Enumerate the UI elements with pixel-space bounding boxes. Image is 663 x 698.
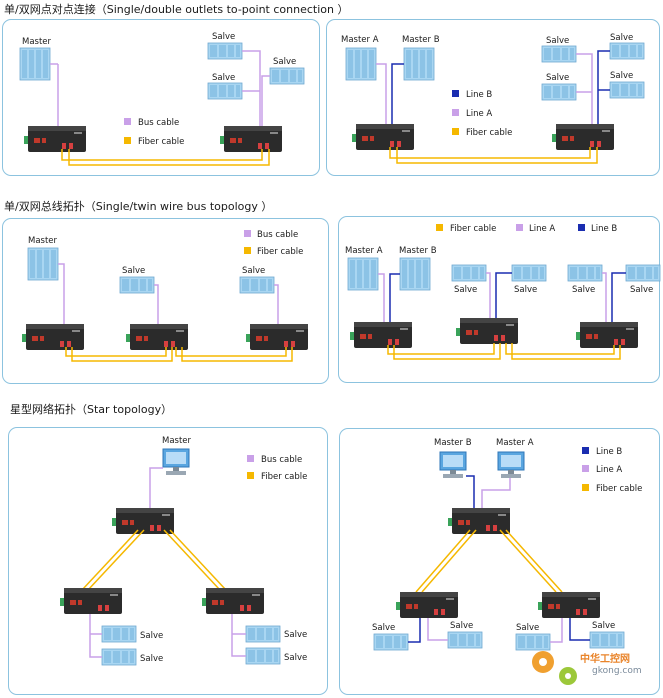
salve-plc: [269, 67, 305, 85]
salve-plc: [541, 45, 577, 63]
label-master-b: Master B: [402, 35, 440, 45]
salve-plc: [515, 633, 551, 651]
label-master-a: Master A: [341, 35, 379, 45]
legend-bus-cable: Bus cable: [261, 455, 302, 465]
master-b-pc-icon: [439, 451, 467, 479]
master-plc: [27, 247, 59, 281]
label-salve: Salve: [572, 285, 595, 295]
converter-device: [396, 592, 458, 618]
label-salve: Salve: [212, 73, 235, 83]
section-title-bus-topology: 单/双网总线拓扑（Single/twin wire bus topology ）: [4, 200, 273, 213]
legend-line-a: Line A: [529, 224, 555, 234]
salve-plc: [245, 625, 281, 643]
legend-fiber-cable: Fiber cable: [261, 472, 307, 482]
label-salve: Salve: [122, 266, 145, 276]
label-master: Master: [28, 236, 58, 246]
legend-fiber-cable: Fiber cable: [138, 137, 184, 147]
salve-plc: [101, 648, 137, 666]
label-salve: Salve: [546, 73, 569, 83]
legend-bus-cable: Bus cable: [257, 230, 298, 240]
salve-plc: [239, 276, 275, 294]
master-a-pc-icon: [497, 451, 525, 479]
label-salve: Salve: [610, 71, 633, 81]
master-a-plc: [347, 257, 379, 291]
label-salve: Salve: [284, 630, 307, 640]
salve-plc: [447, 631, 483, 649]
salve-plc: [609, 42, 645, 60]
watermark-brand: 中华工控网: [580, 654, 630, 665]
master-b-plc: [399, 257, 431, 291]
converter-device: [350, 322, 412, 348]
salve-plc: [609, 81, 645, 99]
legend-fiber-cable: Fiber cable: [257, 247, 303, 257]
master-plc: [19, 47, 51, 81]
converter-device: [576, 322, 638, 348]
label-salve: Salve: [140, 654, 163, 664]
label-salve: Salve: [284, 653, 307, 663]
label-salve: Salve: [630, 285, 653, 295]
converter-device: [202, 588, 264, 614]
converter-device: [246, 324, 308, 350]
salve-plc: [207, 42, 243, 60]
converter-device: [538, 592, 600, 618]
legend-line-b: Line B: [596, 447, 622, 457]
legend-line-b: Line B: [591, 224, 617, 234]
legend-fiber-cable: Fiber cable: [450, 224, 496, 234]
converter-device: [456, 318, 518, 344]
legend-bus-cable: Bus cable: [138, 118, 179, 128]
converter-device: [22, 324, 84, 350]
salve-plc: [511, 264, 547, 282]
label-master-b: Master B: [434, 438, 472, 448]
label-salve: Salve: [273, 57, 296, 67]
converter-device: [552, 124, 614, 150]
salve-plc: [373, 633, 409, 651]
label-master-a: Master A: [345, 246, 383, 256]
panel-star-double: [339, 428, 660, 695]
legend-fiber-cable: Fiber cable: [466, 128, 512, 138]
master-pc-icon: [162, 448, 190, 476]
label-salve: Salve: [140, 631, 163, 641]
converter-device: [126, 324, 188, 350]
converter-device: [352, 124, 414, 150]
gear-icon: [532, 651, 577, 685]
legend-line-b: Line B: [466, 90, 492, 100]
salve-plc: [625, 264, 661, 282]
salve-plc: [101, 625, 137, 643]
label-salve: Salve: [592, 621, 615, 631]
label-salve: Salve: [610, 33, 633, 43]
label-master: Master: [22, 37, 52, 47]
label-salve: Salve: [514, 285, 537, 295]
salve-plc: [589, 631, 625, 649]
section-title-star-topology: 星型网络拓扑（Star topology）: [10, 403, 173, 416]
salve-plc: [567, 264, 603, 282]
salve-plc: [119, 276, 155, 294]
label-salve: Salve: [450, 621, 473, 631]
salve-plc: [207, 82, 243, 100]
salve-plc: [541, 83, 577, 101]
master-a-plc: [345, 47, 377, 81]
label-master: Master: [162, 436, 192, 446]
label-salve: Salve: [454, 285, 477, 295]
master-b-plc: [403, 47, 435, 81]
label-salve: Salve: [212, 32, 235, 42]
label-master-b: Master B: [399, 246, 437, 256]
converter-device: [60, 588, 122, 614]
converter-device: [220, 126, 282, 152]
legend-fiber-cable: Fiber cable: [596, 484, 642, 494]
label-salve: Salve: [242, 266, 265, 276]
legend-line-a: Line A: [466, 109, 492, 119]
salve-plc: [245, 647, 281, 665]
legend-line-a: Line A: [596, 465, 622, 475]
label-salve: Salve: [516, 623, 539, 633]
label-salve: Salve: [546, 36, 569, 46]
salve-plc: [451, 264, 487, 282]
label-master-a: Master A: [496, 438, 534, 448]
section-title-point-to-point: 单/双网点对点连接（Single/double outlets to-point…: [4, 3, 349, 16]
watermark-url: gkong.com: [592, 666, 642, 676]
label-salve: Salve: [372, 623, 395, 633]
converter-device: [24, 126, 86, 152]
